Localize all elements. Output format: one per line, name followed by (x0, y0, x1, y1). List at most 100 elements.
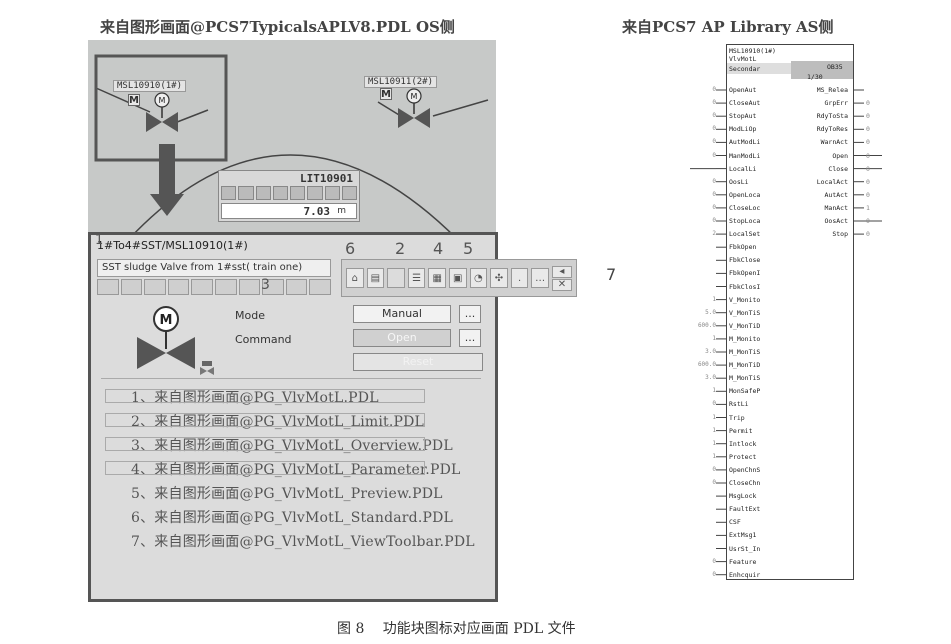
as-input-value: 1 (712, 439, 716, 447)
toolbar-parameter-view-button[interactable]: ☰ (407, 268, 426, 288)
valve1-tag[interactable]: MSL10910(1#) (113, 80, 187, 92)
as-output-pin[interactable]: AutAct (824, 190, 848, 199)
label-2: 2 (395, 239, 406, 258)
as-output-pin[interactable]: GrpErr (824, 99, 848, 108)
block-cycle: 1/30 (807, 73, 823, 81)
as-output-pin[interactable]: Stop (832, 230, 848, 239)
as-input-pin[interactable]: OpenChnS (729, 465, 761, 474)
as-input-pin[interactable]: OpenAut (729, 86, 757, 94)
toolbar-close-icon[interactable]: ✕ (551, 278, 572, 291)
as-output-pin[interactable]: WarnAct (820, 138, 848, 147)
as-input-pin[interactable]: CloseAut (729, 99, 761, 108)
as-input-pin[interactable]: OpenLoca (729, 190, 761, 199)
svg-text:M: M (159, 96, 166, 105)
as-input-pin[interactable]: StopAut (729, 112, 757, 121)
as-output-pin[interactable]: ManAct (824, 203, 848, 212)
svg-text:M: M (160, 313, 173, 328)
as-input-pin[interactable]: FbkOpen (729, 243, 757, 252)
command-button[interactable]: Open (353, 329, 451, 347)
as-input-pin[interactable]: M_MonTiD (729, 361, 761, 370)
as-input-pin[interactable]: Protect (729, 452, 757, 461)
valve1-mode-indicator: M (128, 94, 140, 106)
as-input-pin[interactable]: ModLiOp (729, 125, 757, 134)
as-input-pin[interactable]: FbkClose (729, 256, 761, 265)
as-output-value: 0 (866, 190, 870, 199)
as-output-pin[interactable]: OosAct (824, 217, 848, 225)
faceplate-window[interactable]: 1#To4#SST/MSL10910(1#) 1 SST sludge Valv… (88, 232, 616, 602)
as-input-pin[interactable]: V_MonTiD (729, 321, 761, 330)
toolbar-ellipsis-button[interactable]: … (531, 268, 549, 288)
as-input-pin[interactable]: M_Monito (729, 334, 761, 343)
block-instance-name: MSL10910(1#) (729, 47, 776, 55)
pdl-item: 1、来自图形画面@PG_VlvMotL.PDL (105, 387, 475, 407)
as-input-pin[interactable]: FbkOpenI (729, 269, 761, 278)
as-output-pin[interactable]: LocalAct (816, 177, 848, 186)
pdl-item: 2、来自图形画面@PG_VlvMotL_Limit.PDL (105, 411, 475, 431)
toolbar-preview-button[interactable]: ▣ (448, 268, 467, 288)
block-comment: Secondar (729, 65, 761, 73)
as-input-pin[interactable]: FaultExt (729, 505, 761, 514)
as-output-value: 0 (866, 138, 870, 147)
as-input-pin[interactable]: LocalLi (729, 164, 757, 173)
valve2-tag[interactable]: MSL10911(2#) (364, 76, 438, 88)
label-4: 4 (433, 239, 444, 258)
as-input-value: 0 (712, 86, 716, 93)
as-input-pin[interactable]: StopLoca (729, 217, 761, 225)
as-input-pin[interactable]: Intlock (729, 439, 757, 448)
as-output-pin[interactable]: RdyToSta (816, 112, 848, 121)
as-input-pin[interactable]: OosLi (729, 177, 749, 186)
mode-label: Mode (235, 309, 265, 322)
as-output-pin[interactable]: MS_Relea (816, 86, 848, 94)
valve2-motor-valve-icon[interactable]: M (392, 88, 432, 130)
command-more-button[interactable]: ... (459, 329, 481, 347)
pdl-list: 1、来自图形画面@PG_VlvMotL.PDL 2、来自图形画面@PG_VlvM… (105, 387, 475, 555)
as-input-value: 3.0 (705, 348, 716, 355)
as-input-pin[interactable]: CloseChn (729, 479, 761, 487)
as-input-pin[interactable]: V_Monito (729, 295, 761, 304)
toolbar-blank-button[interactable] (387, 268, 405, 288)
as-input-pin[interactable]: ExtMsg1 (729, 531, 757, 540)
as-input-pin[interactable]: Enhcquir (729, 570, 761, 579)
as-input-pin[interactable]: CSF (729, 518, 741, 527)
toolbar-prev-icon[interactable]: ◂ (551, 265, 572, 278)
as-input-pin[interactable]: MsgLock (729, 492, 757, 501)
as-output-pin[interactable]: Open (832, 151, 848, 160)
as-output-pin[interactable]: Close (828, 164, 848, 173)
as-input-pin[interactable]: UsrSt_In (729, 544, 761, 553)
block-type-name: VlvMotL (729, 55, 757, 63)
as-input-pin[interactable]: RstLi (729, 400, 749, 409)
block-ob: OB35 (827, 63, 843, 71)
as-input-pin[interactable]: AutModLi (729, 138, 761, 147)
toolbar-standard-view-button[interactable]: ⌂ (346, 268, 364, 288)
mode-more-button[interactable]: ... (459, 305, 481, 323)
as-input-pin[interactable]: MonSafeP (729, 387, 761, 396)
as-input-pin[interactable]: Trip (729, 413, 745, 422)
as-output-pin[interactable]: RdyToRes (816, 125, 848, 134)
as-input-pin[interactable]: FbkClosI (729, 282, 761, 291)
as-function-block[interactable]: MSL10910(1#) VlvMotL Secondar OB35 1/30 (726, 44, 854, 580)
valve1-motor-valve-icon[interactable]: M (140, 92, 180, 134)
as-input-pin[interactable]: M_MonTiS (729, 348, 761, 356)
as-input-pin[interactable]: Feature (729, 557, 757, 566)
as-input-value: 600.0 (697, 361, 716, 369)
level-indicator[interactable]: LIT10901 7.03 m (218, 170, 360, 222)
as-output-value: 0 (866, 217, 870, 225)
as-input-pin[interactable]: Permit (729, 426, 753, 435)
reset-button[interactable]: Reset (353, 353, 483, 371)
mode-button[interactable]: Manual (353, 305, 451, 323)
label-3: 3 (261, 277, 270, 293)
as-input-value: 2 (712, 230, 716, 238)
toolbar-limit-view-button[interactable]: ▤ (366, 268, 385, 288)
as-input-value: 1 (712, 413, 716, 421)
toolbar-more-button[interactable]: . (510, 268, 529, 288)
as-input-pin[interactable]: CloseLoc (729, 203, 761, 212)
as-input-value: 1 (712, 334, 716, 342)
as-output-value: 0 (866, 164, 870, 173)
toolbar-grid-button[interactable]: ✣ (490, 268, 508, 288)
toolbar-overview-button[interactable]: ▦ (428, 268, 446, 288)
as-input-pin[interactable]: V_MonTiS (729, 308, 761, 317)
as-input-pin[interactable]: ManModLi (729, 151, 761, 160)
as-input-pin[interactable]: LocalSet (729, 230, 761, 239)
as-input-pin[interactable]: M_MonTiS (729, 374, 761, 383)
toolbar-trend-button[interactable]: ◔ (469, 268, 488, 288)
